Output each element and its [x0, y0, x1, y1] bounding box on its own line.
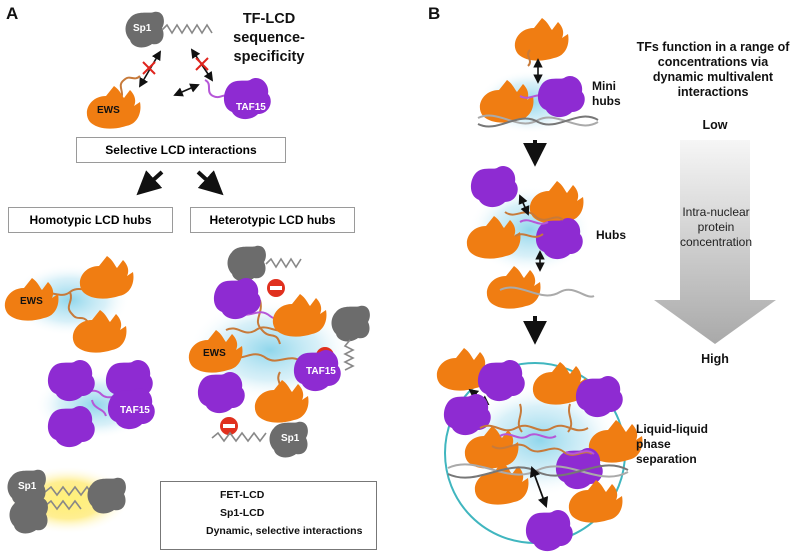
llps-taf15-lcds: [499, 433, 595, 455]
sp1-label-homotypic: Sp1: [18, 481, 37, 492]
sp1-hub-lcds: [44, 485, 94, 511]
ews-label-top: EWS: [97, 105, 120, 116]
arrow-to-homotypic: [136, 170, 164, 196]
tf-lcd-title: TF-LCD sequence- specificity: [233, 11, 305, 65]
no-entry-icon-1: [267, 279, 285, 297]
taf15-label-heterotypic: TAF15: [306, 366, 336, 377]
ews-protein-hub-2: [79, 256, 134, 299]
ews-taf15-arrow: [173, 83, 200, 97]
stage-label-llps: Liquid-liquid phase separation: [636, 422, 708, 466]
dna-strand-mini: [477, 114, 599, 127]
hubs-taf15-lcds: [519, 219, 549, 225]
no-entry-icon-3: [220, 417, 238, 435]
concentration-high-label: High: [701, 352, 729, 366]
hubs-fet-lcds: [504, 211, 564, 238]
hubs-arrow-1: [518, 194, 530, 216]
ews-label-heterotypic: EWS: [203, 348, 226, 359]
ews-label-homotypic: EWS: [20, 296, 43, 307]
sp1-label-heterotypic: Sp1: [281, 433, 300, 444]
legend-sp1-lcd-label: Sp1-LCD: [220, 507, 265, 519]
concentration-arrow: [654, 140, 776, 344]
panel-b-label: B: [428, 4, 441, 23]
ews-protein-het-1: [272, 294, 327, 337]
sp1-lcd-het-bottom: [211, 431, 267, 443]
legend-box: [160, 481, 377, 550]
concentration-axis-text: Intra-nuclear protein concentration: [679, 205, 753, 249]
sp1-protein-hub-3: [87, 477, 126, 514]
stage-label-mini-hubs: Mini hubs: [592, 79, 621, 108]
legend-dynamic-interactions-label: Dynamic, selective interactions: [206, 525, 363, 537]
dna-strand-mini-2: [477, 115, 599, 128]
red-x-right-icon: [195, 57, 209, 71]
taf15-protein-hub-3: [47, 405, 95, 448]
selective-lcd-interactions-box: Selective LCD interactions: [76, 137, 286, 163]
sp1-protein-hub-2: [9, 497, 48, 534]
sp1-lcd-het-top: [265, 257, 302, 269]
panel-b-diagram: [436, 18, 776, 552]
panel-b-header: TFs function in a range of concentration…: [636, 40, 790, 99]
sp1-lcd-top: [161, 23, 213, 35]
panel-a-diagram: [4, 11, 370, 534]
sp1-lcd-het-right: [343, 339, 355, 371]
taf15-protein-het-2: [197, 371, 245, 414]
homotypic-lcd-hubs-box: Homotypic LCD hubs: [8, 207, 173, 233]
sp1-protein-het-right: [331, 305, 370, 342]
llps-exchange-arrow-2: [529, 465, 549, 509]
mini-hub-lcd-top: [527, 49, 531, 67]
sp1-protein-het-top: [227, 245, 266, 282]
sp1-label-top: Sp1: [133, 23, 152, 34]
taf15-label-top: TAF15: [236, 102, 266, 113]
ews-protein-mini-top: [514, 18, 569, 61]
heterotypic-fet-lcds: [225, 299, 329, 397]
heterotypic-lcd-hubs-box: Heterotypic LCD hubs: [190, 207, 355, 233]
concentration-low-label: Low: [702, 118, 728, 132]
stage-label-hubs: Hubs: [596, 228, 626, 242]
legend-fet-lcd-label: FET-LCD: [220, 489, 265, 501]
fet-lcd-ews: [119, 75, 141, 101]
llps-fet-lcds: [479, 403, 593, 456]
panel-a-label: A: [6, 4, 19, 23]
arrow-to-heterotypic: [196, 170, 224, 196]
red-x-left-icon: [142, 61, 156, 75]
taf15-label-homotypic: TAF15: [120, 405, 150, 416]
taf15-protein-llps-out: [525, 509, 573, 552]
dna-strand-hubs: [499, 286, 595, 298]
